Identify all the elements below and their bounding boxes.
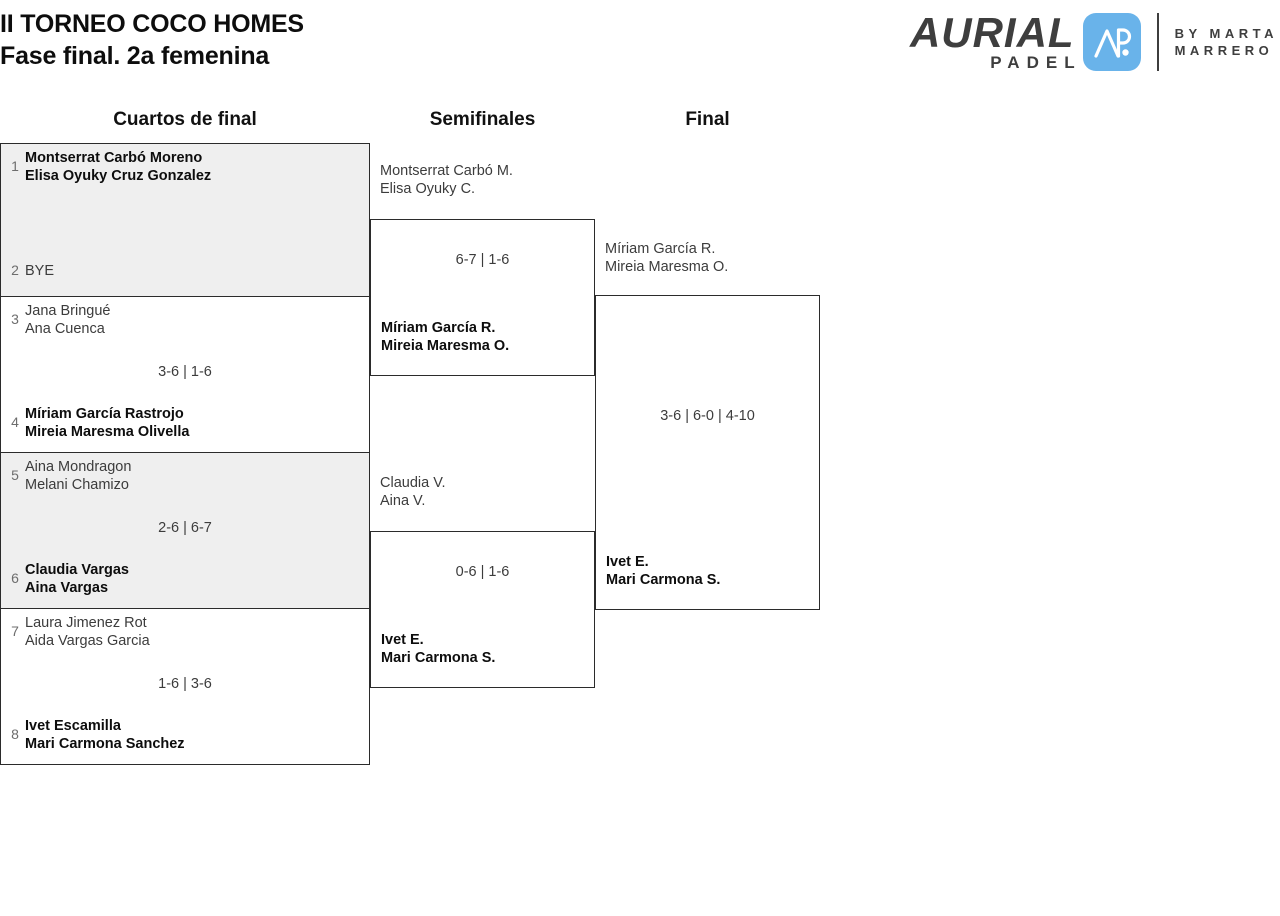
round-header-semifinals: Semifinales [429, 109, 536, 130]
qf-match-1[interactable]: 1 Montserrat Carbó Moreno Elisa Oyuky Cr… [0, 143, 370, 297]
seed-number: 1 [11, 158, 19, 174]
sf-team-top: Montserrat Carbó M. Elisa Oyuky C. [380, 162, 589, 198]
qf-match-4[interactable]: 7 Laura Jimenez Rot Aida Vargas Garcia 1… [0, 609, 370, 765]
qf-match-3[interactable]: 5 Aina Mondragon Melani Chamizo 2-6 | 6-… [0, 453, 370, 609]
logo-byline: BY MARTA MARRERO [1175, 25, 1278, 59]
final-score: 3-6 | 6-0 | 4-10 [660, 408, 755, 424]
player-name: Ivet E. [381, 632, 424, 648]
qf-score: 1-6 | 3-6 [158, 676, 212, 692]
qf-score: 3-6 | 1-6 [158, 364, 212, 380]
player-name: Mireia Maresma O. [381, 338, 510, 354]
qf-team-top: Aina Mondragon Melani Chamizo [25, 458, 361, 494]
qf-team-bottom: Ivet Escamilla Mari Carmona Sanchez [25, 717, 361, 753]
logo-byline-line2: MARRERO [1174, 43, 1274, 58]
qf-score: 2-6 | 6-7 [158, 520, 212, 536]
seed-number: 5 [11, 467, 19, 483]
player-name: Elisa Oyuky Cruz Gonzalez [25, 168, 212, 184]
player-name: Claudia V. [380, 475, 446, 491]
player-name: Ivet Escamilla [25, 718, 121, 734]
seed-number: 3 [11, 311, 19, 327]
player-name: Jana Bringué [25, 303, 111, 319]
final-team-top: Míriam García R. Mireia Maresma O. [605, 240, 814, 276]
player-name: Mari Carmona S. [381, 650, 496, 666]
final-match[interactable]: 3-6 | 6-0 | 4-10 Ivet E. Mari Carmona S. [595, 295, 820, 610]
qf-team-bottom: Claudia Vargas Aina Vargas [25, 561, 361, 597]
aurial-padel-logo: AURIAL PADEL BY MARTA MARRERO [910, 8, 1278, 76]
round-header-final: Final [685, 109, 730, 130]
sf-team-bottom: Míriam García R. Mireia Maresma O. [381, 319, 588, 355]
player-name: Montserrat Carbó Moreno [25, 150, 203, 166]
aurial-monogram-icon [1082, 13, 1141, 71]
round-header-quarterfinals: Cuartos de final [113, 109, 257, 130]
seed-number: 7 [11, 623, 19, 639]
player-name: Aina Mondragon [25, 459, 132, 475]
player-name: Mireia Maresma Olivella [25, 424, 190, 440]
sf-score: 0-6 | 1-6 [455, 564, 510, 580]
player-name: Míriam García R. [605, 241, 716, 257]
player-name: Elisa Oyuky C. [380, 181, 476, 197]
qf-team-top: Jana Bringué Ana Cuenca [25, 302, 361, 338]
final-team-bottom: Ivet E. Mari Carmona S. [606, 553, 813, 589]
sf-team-top: Claudia V. Aina V. [380, 474, 589, 510]
player-name: Míriam García Rastrojo [25, 406, 184, 422]
player-name: Mireia Maresma O. [605, 259, 729, 275]
page-title: II TORNEO COCO HOMES Fase final. 2a feme… [0, 8, 304, 72]
qf-team-bottom: Míriam García Rastrojo Mireia Maresma Ol… [25, 405, 361, 441]
player-name: Melani Chamizo [25, 477, 129, 493]
sf-score: 6-7 | 1-6 [455, 252, 510, 268]
qf-team-top: Montserrat Carbó Moreno Elisa Oyuky Cruz… [25, 149, 361, 185]
seed-number: 8 [11, 726, 19, 742]
seed-number: 6 [11, 570, 19, 586]
player-name: Ivet E. [606, 554, 649, 570]
player-name: Claudia Vargas [25, 562, 129, 578]
logo-divider [1156, 13, 1159, 71]
player-name: Aina Vargas [25, 580, 109, 596]
player-name: Aina V. [380, 493, 426, 509]
qf-team-bottom-bye: BYE [25, 263, 55, 279]
sf-match-1[interactable]: 6-7 | 1-6 Míriam García R. Mireia Maresm… [370, 219, 595, 376]
logo-brand-text: AURIAL [909, 8, 1075, 56]
seed-number: 4 [11, 414, 19, 430]
player-name: Ana Cuenca [25, 321, 105, 337]
qf-team-top: Laura Jimenez Rot Aida Vargas Garcia [25, 614, 361, 650]
player-name: Laura Jimenez Rot [25, 615, 147, 631]
seed-number: 2 [11, 262, 19, 278]
logo-sub-text: PADEL [990, 52, 1082, 72]
tournament-phase: Fase final. 2a femenina [0, 42, 270, 70]
player-name: Montserrat Carbó M. [380, 163, 513, 179]
sf-match-2[interactable]: 0-6 | 1-6 Ivet E. Mari Carmona S. [370, 531, 595, 688]
sf-team-bottom: Ivet E. Mari Carmona S. [381, 631, 588, 667]
player-name: Míriam García R. [381, 320, 496, 336]
round-quarterfinals: 1 Montserrat Carbó Moreno Elisa Oyuky Cr… [0, 143, 370, 765]
logo-byline-line1: BY MARTA [1174, 26, 1278, 41]
player-name: Mari Carmona Sanchez [25, 736, 185, 752]
qf-match-2[interactable]: 3 Jana Bringué Ana Cuenca 3-6 | 1-6 4 Mí… [0, 297, 370, 453]
player-name: Mari Carmona S. [606, 572, 721, 588]
player-name: Aida Vargas Garcia [25, 633, 150, 649]
logo-wordmark: AURIAL PADEL [909, 8, 1075, 72]
tournament-name: II TORNEO COCO HOMES [0, 10, 304, 38]
